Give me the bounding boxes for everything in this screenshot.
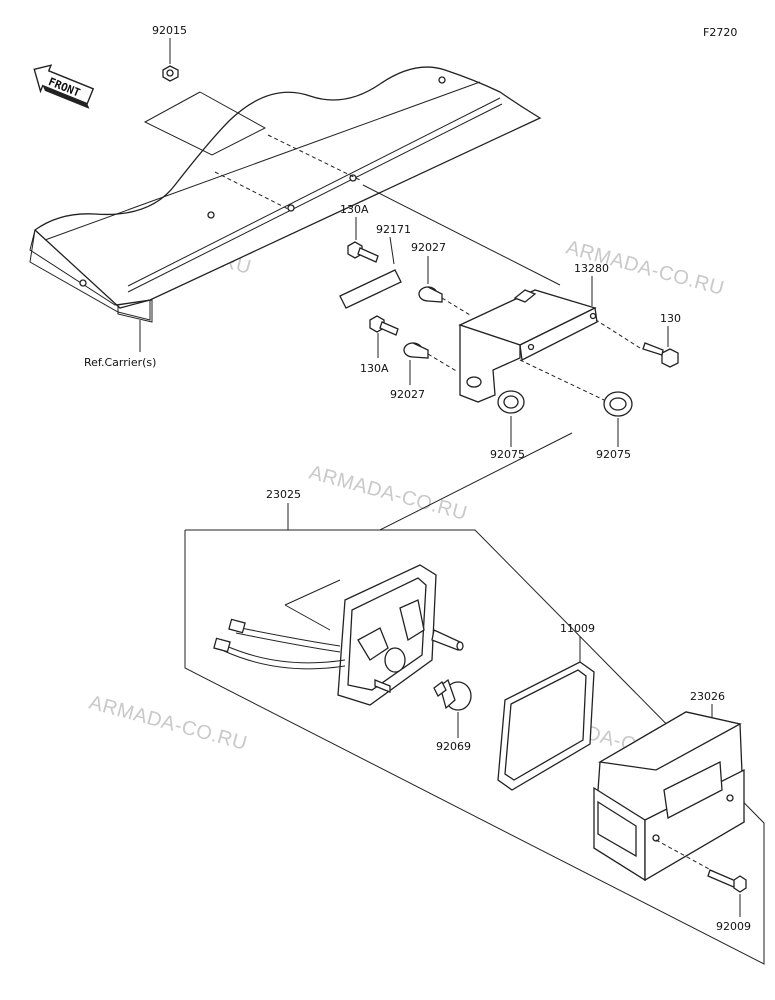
- grommet-92075-left: [497, 390, 525, 414]
- label-92027-bottom: 92027: [390, 388, 425, 401]
- label-130A-top: 130A: [340, 203, 369, 216]
- label-23025: 23025: [266, 488, 301, 501]
- label-92009: 92009: [716, 920, 751, 933]
- bulb-92069: [433, 678, 472, 711]
- label-11009: 11009: [560, 622, 595, 635]
- reference-label: Ref.Carrier(s): [84, 356, 156, 369]
- spacer-92027-top: [418, 286, 471, 316]
- label-92015: 92015: [152, 24, 187, 37]
- label-23026: 23026: [690, 690, 725, 703]
- spacer-92027-bottom: [403, 342, 459, 373]
- carrier: [29, 66, 542, 323]
- label-130: 130: [660, 312, 681, 325]
- grommet-92075-right: [603, 391, 633, 417]
- label-92075-left: 92075: [490, 448, 525, 461]
- bolt-130A-top: [347, 241, 379, 263]
- plate-92171: [339, 269, 402, 309]
- label-92075-right: 92075: [596, 448, 631, 461]
- bolt-130: [642, 342, 679, 368]
- watermark-3: ARMADA-CO.RU: [307, 462, 470, 525]
- screw-92009: [707, 869, 747, 893]
- label-92171: 92171: [376, 223, 411, 236]
- wires: [213, 618, 346, 670]
- watermark-4: ARMADA-CO.RU: [87, 692, 250, 755]
- label-92027-top: 92027: [411, 241, 446, 254]
- figure-code: F2720: [703, 26, 737, 39]
- lens-23026: [593, 711, 745, 882]
- bracket-13280: [458, 289, 598, 403]
- front-arrow-icon: FRONT: [33, 64, 95, 109]
- bolt-130A-bottom: [369, 315, 399, 336]
- watermarks: ARMADA-CO.RU ARMADA-CO.RU ARMADA-CO.RU A…: [87, 216, 727, 770]
- lamp-base-23025: [337, 564, 464, 706]
- gasket-11009: [497, 661, 595, 791]
- label-13280: 13280: [574, 262, 609, 275]
- label-92069: 92069: [436, 740, 471, 753]
- nut-92015: [162, 65, 179, 82]
- label-130A-bottom: 130A: [360, 362, 389, 375]
